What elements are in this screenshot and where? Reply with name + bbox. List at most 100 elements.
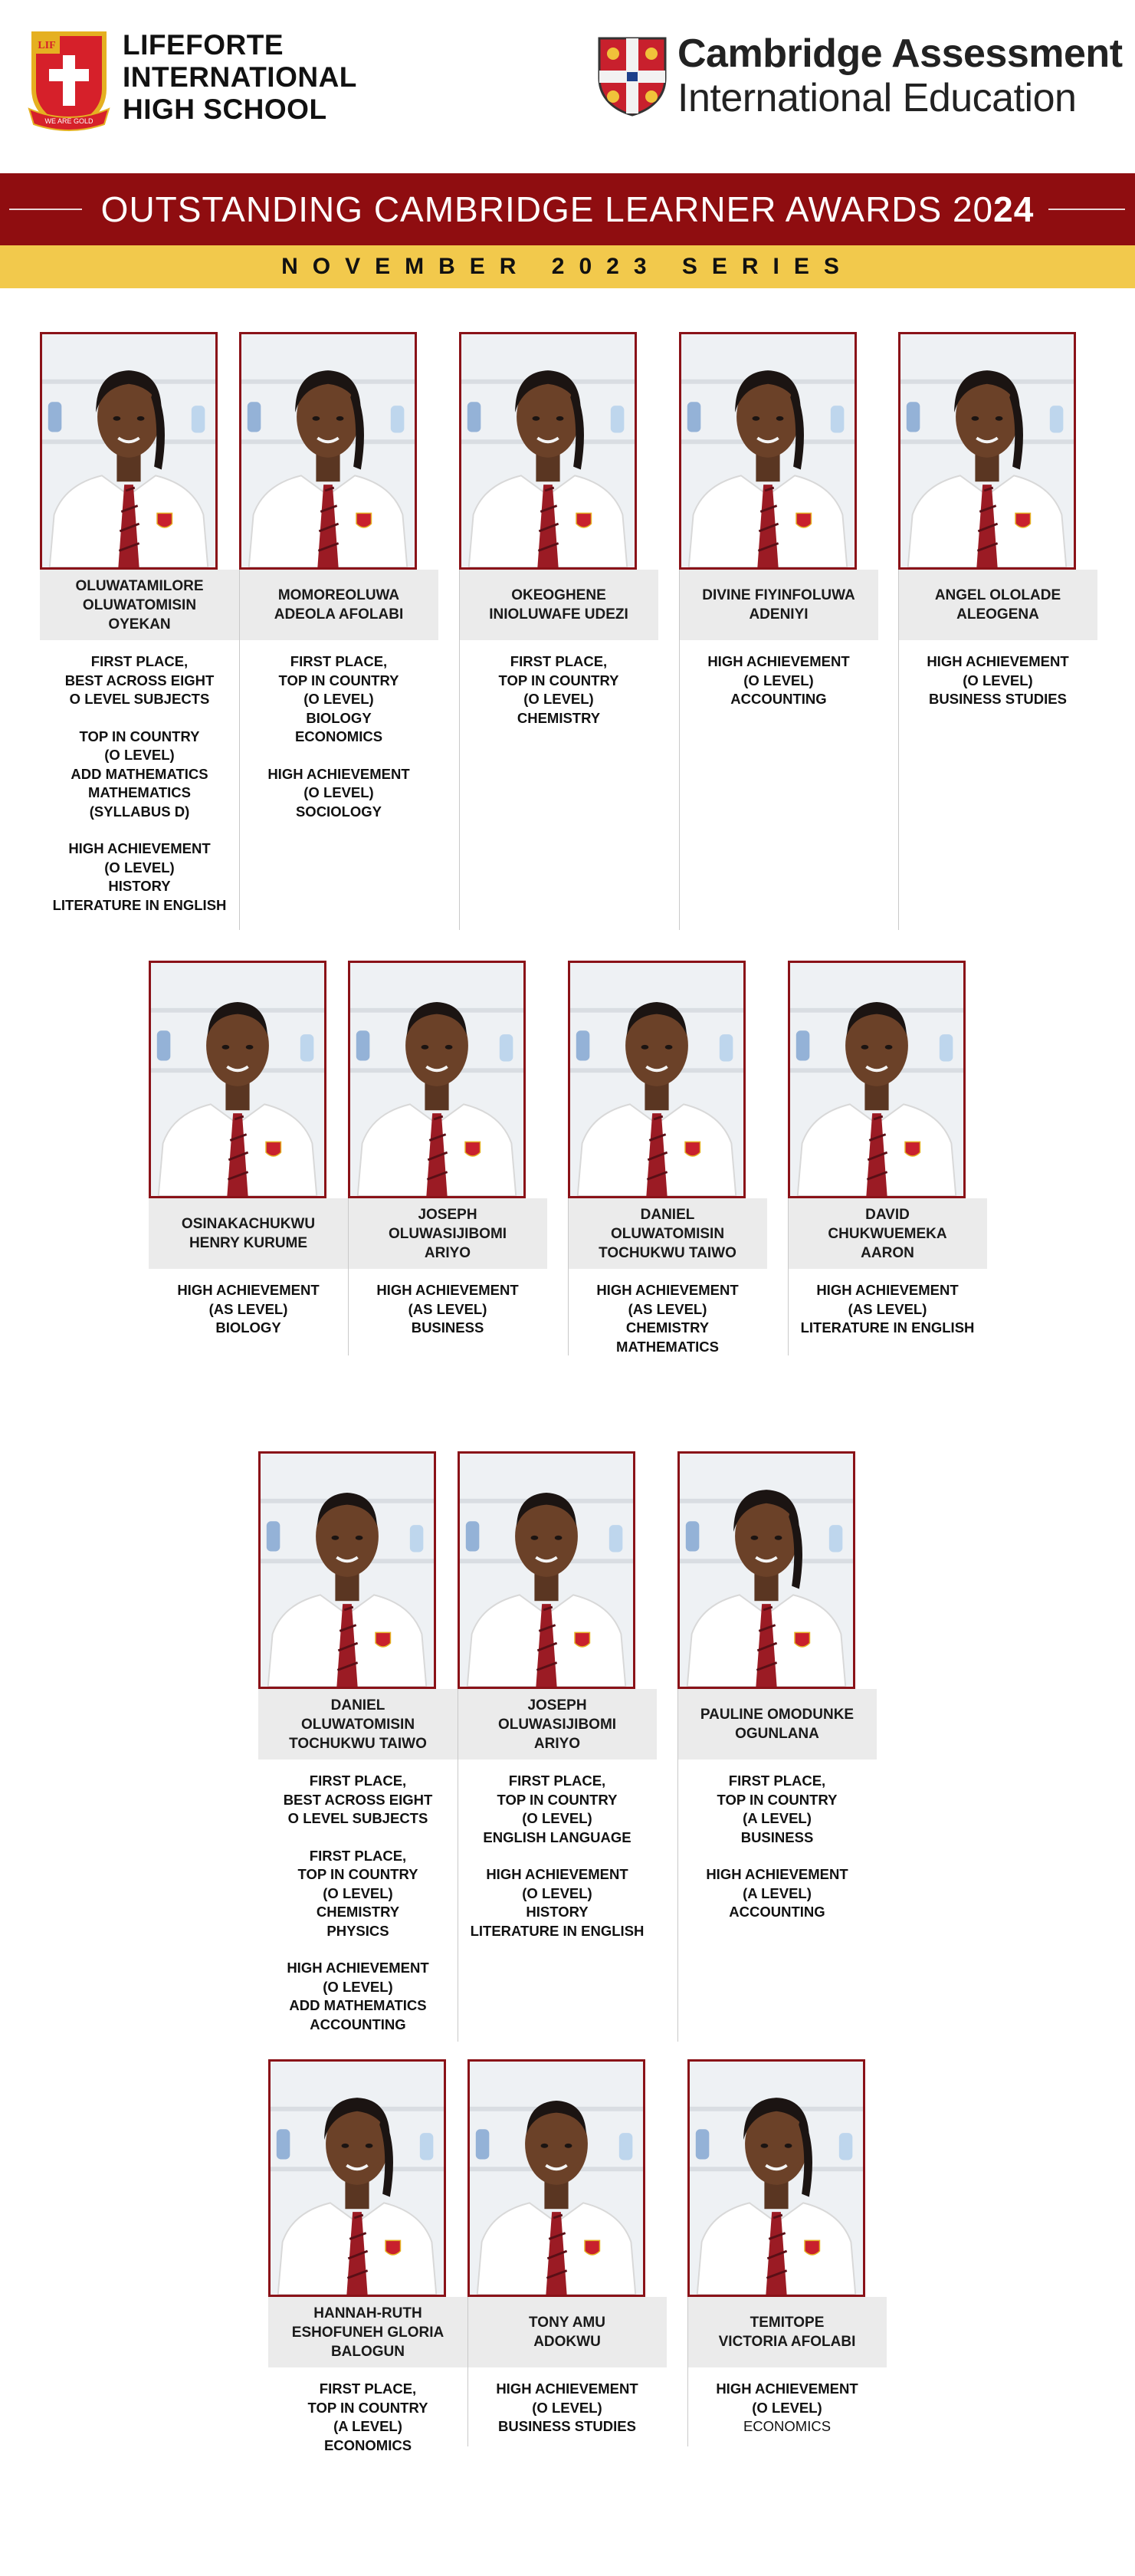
student-awards: HIGH ACHIEVEMENT (AS LEVEL) LITERATURE IN … <box>788 1281 987 1338</box>
award-line: HIGH ACHIEVEMENT <box>267 765 410 782</box>
student-awards: FIRST PLACE,TOP IN COUNTRY(O LEVEL)CHEMI… <box>459 652 658 728</box>
award-line: (O LEVEL) <box>323 1884 393 1901</box>
award-line: (O LEVEL) <box>303 691 374 707</box>
student-name-line: HENRY KURUME <box>189 1235 308 1251</box>
award-line: BUSINESS STUDIES <box>498 2418 636 2434</box>
student-portrait <box>42 334 215 567</box>
award-line: FIRST PLACE, <box>90 653 189 669</box>
banner-rule-right <box>1048 209 1125 210</box>
award-line: (AS LEVEL) <box>628 1300 707 1317</box>
column-divider <box>568 1198 569 1355</box>
student-name-line: OYEKAN <box>108 616 171 632</box>
student-portrait <box>470 2062 643 2295</box>
student-name: TONY AMU ADOKWU <box>467 2297 667 2367</box>
award-line: CHEMISTRY <box>517 709 601 726</box>
award-line: (O LEVEL) <box>963 672 1033 688</box>
award-group: FIRST PLACE,TOP IN COUNTRY(O LEVEL)CHEMI… <box>459 652 658 728</box>
award-line: TOP IN COUNTRY <box>717 1791 838 1808</box>
award-line: ENGLISH LANGUAGE <box>483 1829 631 1845</box>
award-line: ADD MATHEMATICS <box>289 1997 427 2013</box>
student-portrait <box>461 334 635 567</box>
student-portrait <box>790 963 963 1196</box>
award-line: (AS LEVEL) <box>848 1300 927 1317</box>
award-line: FIRST PLACE, <box>309 1773 407 1789</box>
award-group: FIRST PLACE,TOP IN COUNTRY(O LEVEL)ENGLI… <box>458 1772 657 1847</box>
award-line: (AS LEVEL) <box>208 1300 288 1317</box>
award-group: HIGH ACHIEVEMENT (AS LEVEL) BIOLOGY <box>149 1281 348 1338</box>
column-divider <box>687 2297 688 2446</box>
award-line: HIGH ACHIEVEMENT <box>68 840 211 856</box>
student-photo <box>677 1451 855 1689</box>
student-name-line: CHUKWUEMEKA <box>828 1225 947 1242</box>
award-line: MATHEMATICS <box>88 784 191 800</box>
award-line: BIOLOGY <box>306 709 372 726</box>
student-name-line: OLUWATOMISIN <box>300 1716 415 1733</box>
student-name-line: MOMOREOLUWA <box>277 587 400 603</box>
award-line: BUSINESS STUDIES <box>929 691 1067 707</box>
student-awards: HIGH ACHIEVEMENT (O LEVEL) BUSINESS STUDIE… <box>898 652 1097 709</box>
award-line: ECONOMICS <box>743 2418 832 2434</box>
student-name-line: ESHOFUNEH GLORIA <box>291 2324 444 2341</box>
student-awards: HIGH ACHIEVEMENT (AS LEVEL) BIOLOGY <box>149 1281 348 1338</box>
student-awards: FIRST PLACE,TOP IN COUNTRY(A LEVEL)BUSIN… <box>677 1772 877 1922</box>
student-name-line: DIVINE FIYINFOLUWA <box>702 587 855 603</box>
award-line: ECONOMICS <box>294 728 383 744</box>
student-name-line: JOSEPH <box>527 1697 587 1714</box>
award-line: LITERATURE IN ENGLISH <box>800 1319 975 1336</box>
award-line: O LEVEL SUBJECTS <box>287 1810 428 1826</box>
award-line: BUSINESS <box>411 1319 484 1336</box>
award-line: BEST ACROSS EIGHT <box>64 672 215 688</box>
school-name-line: HIGH SCHOOL <box>123 94 327 125</box>
student-name-line: JOSEPH <box>418 1206 477 1223</box>
award-line: (O LEVEL) <box>522 1884 592 1901</box>
award-line: SOCIOLOGY <box>295 803 382 820</box>
column-divider <box>467 2297 468 2446</box>
award-line: HIGH ACHIEVEMENT <box>596 1282 739 1298</box>
award-line: (O LEVEL) <box>743 672 814 688</box>
award-line: CHEMISTRY <box>625 1319 710 1336</box>
award-line: (O LEVEL) <box>323 1978 393 1995</box>
student-name-line: OGUNLANA <box>735 1726 819 1742</box>
title-banner: OUTSTANDING CAMBRIDGE LEARNER AWARDS 202… <box>0 173 1135 245</box>
student-name-line: OLUWATAMILORE <box>75 577 204 594</box>
student-name-line: ADOKWU <box>533 2334 601 2350</box>
school-crest-motto: WE ARE GOLD <box>44 117 93 125</box>
student-portrait <box>261 1454 434 1687</box>
award-group: HIGH ACHIEVEMENT(O LEVEL)ECONOMICS <box>687 2380 887 2436</box>
student-portrait <box>680 1454 853 1687</box>
award-line: ECONOMICS <box>323 2436 412 2453</box>
student-name-line: DANIEL <box>640 1206 695 1223</box>
student-name-line: BALOGUN <box>330 2343 405 2360</box>
student-name-line: PAULINE OMODUNKE <box>700 1707 855 1723</box>
award-line: (O LEVEL) <box>522 1810 592 1826</box>
student-portrait <box>151 963 324 1196</box>
banner-title-year-bold: 24 <box>993 189 1035 229</box>
student-photo <box>458 1451 635 1689</box>
award-line: HIGH ACHIEVEMENT <box>927 653 1069 669</box>
award-line: (O LEVEL) <box>104 747 175 763</box>
student-name-line: OSINAKACHUKWU <box>181 1216 316 1232</box>
student-name-line: ALEOGENA <box>956 606 1039 623</box>
school-crest-logo: LIF WE ARE GOLD <box>28 31 110 132</box>
student-photo <box>679 332 857 570</box>
award-line: LITERATURE IN ENGLISH <box>52 896 227 913</box>
column-divider <box>788 1198 789 1355</box>
award-line: HIGH ACHIEVEMENT <box>816 1282 959 1298</box>
banner-rule-left <box>9 209 82 210</box>
student-name: PAULINE OMODUNKE OGUNLANA <box>677 1689 877 1760</box>
student-name-line: TONY AMU <box>529 2315 605 2331</box>
award-line: HIGH ACHIEVEMENT <box>486 1866 628 1882</box>
award-line: FIRST PLACE, <box>508 1773 606 1789</box>
award-line: BIOLOGY <box>215 1319 281 1336</box>
student-photo <box>467 2059 645 2297</box>
column-divider <box>348 1198 349 1355</box>
award-line: HIGH ACHIEVEMENT <box>177 1282 320 1298</box>
